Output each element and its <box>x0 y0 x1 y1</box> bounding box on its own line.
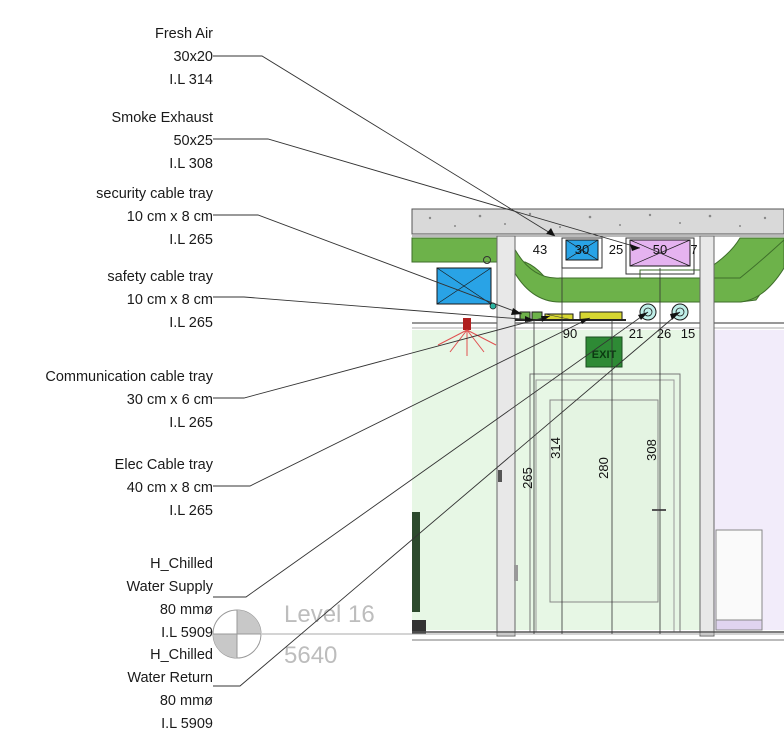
column-left <box>496 235 516 637</box>
callout-chilled-water-supply-line-0: H_Chilled <box>150 556 213 572</box>
callout-safety-cable-tray-line-0: safety cable tray <box>107 269 213 285</box>
level-elevation: 5640 <box>284 642 337 669</box>
leader-fresh-air <box>213 55 556 237</box>
callout-communication-cable-tray-line-2: I.L 265 <box>169 415 213 431</box>
callout-fresh-air-line-2: I.L 314 <box>169 72 213 88</box>
level-head-symbol <box>212 609 262 659</box>
sprinkler-head <box>463 318 471 330</box>
door-leaf <box>549 399 659 603</box>
callout-chilled-water-return-line-0: H_Chilled <box>150 647 213 663</box>
cabinet-base <box>715 619 763 631</box>
callout-elec-cable-tray-line-0: Elec Cable tray <box>115 457 214 473</box>
dim-7: 7 <box>690 242 697 257</box>
leader-elec-tray <box>213 317 591 487</box>
leader-safety-tray <box>213 296 535 321</box>
dim-25: 25 <box>609 242 623 257</box>
wall-bracket <box>412 620 426 634</box>
wall-detail <box>498 470 502 482</box>
leader-arrows <box>511 228 680 324</box>
supply-duct-lower <box>511 239 784 303</box>
callout-chilled-water-return-line-3: I.L 5909 <box>161 716 213 732</box>
wall-equipment <box>412 512 420 612</box>
callout-safety-cable-tray-line-2: I.L 265 <box>169 315 213 331</box>
dim-314: 314 <box>548 437 563 459</box>
dim-265: 265 <box>520 467 535 489</box>
dim-308: 308 <box>644 439 659 461</box>
fresh-air-duct-x2 <box>565 239 599 261</box>
dim-280: 280 <box>596 457 611 479</box>
callout-chilled-water-supply-line-3: I.L 5909 <box>161 625 213 641</box>
callout-security-cable-tray-line-2: I.L 265 <box>169 232 213 248</box>
callout-chilled-water-supply-line-2: 80 mmø <box>160 602 213 618</box>
leader-lines <box>213 55 681 687</box>
dim-21: 21 <box>629 326 643 341</box>
wall-switch <box>514 565 518 581</box>
leader-chw-return <box>213 311 681 687</box>
callout-communication-cable-tray: Communication cable tray 30 cm x 6 cm I.L … <box>45 369 213 431</box>
callout-elec-cable-tray-line-1: 40 cm x 8 cm <box>127 480 213 496</box>
callout-chilled-water-return-line-2: 80 mmø <box>160 693 213 709</box>
exit-sign-text: EXIT <box>592 349 617 361</box>
valve-circle <box>483 256 491 264</box>
leader-smoke-exhaust <box>213 138 641 249</box>
callout-safety-cable-tray-line-1: 10 cm x 8 cm <box>127 292 213 308</box>
fresh-air-duct-frame <box>561 237 603 269</box>
slab-hatch <box>428 212 767 228</box>
callout-communication-cable-tray-line-1: 30 cm x 6 cm <box>127 392 213 408</box>
level-name: Level 16 <box>284 601 375 628</box>
callout-communication-cable-tray-line-0: Communication cable tray <box>45 369 213 385</box>
exit-sign <box>585 336 623 368</box>
column-right <box>699 235 715 637</box>
concrete-slab <box>411 208 784 235</box>
dim-50: 50 <box>653 242 667 257</box>
callout-fresh-air-line-0: Fresh Air <box>155 26 213 42</box>
callout-fresh-air-line-1: 30x20 <box>173 49 213 65</box>
sprinkler-spray <box>437 329 497 356</box>
dim-30: 30 <box>575 242 589 257</box>
smoke-duct-x2 <box>629 239 691 267</box>
callout-smoke-exhaust-line-2: I.L 308 <box>169 156 213 172</box>
leader-chw-supply <box>213 311 649 598</box>
leader-communication-tray <box>213 315 551 399</box>
callout-smoke-exhaust-line-1: 50x25 <box>173 133 213 149</box>
callout-elec-cable-tray-line-2: I.L 265 <box>169 503 213 519</box>
callout-chilled-water-return-line-1: Water Return <box>127 670 213 686</box>
callout-security-cable-tray-line-1: 10 cm x 8 cm <box>127 209 213 225</box>
chw-supply-inner <box>643 307 653 317</box>
callout-security-cable-tray-line-0: security cable tray <box>96 186 214 202</box>
dim-15: 15 <box>681 326 695 341</box>
callout-security-cable-tray: security cable tray 10 cm x 8 cm I.L 265 <box>96 186 214 248</box>
dim-26: 26 <box>657 326 671 341</box>
callout-safety-cable-tray: safety cable tray 10 cm x 8 cm I.L 265 <box>107 269 213 331</box>
callout-elec-cable-tray: Elec Cable tray 40 cm x 8 cm I.L 265 <box>115 457 214 519</box>
callout-chilled-water-supply-line-1: Water Supply <box>127 579 214 595</box>
leader-security-tray <box>213 214 523 315</box>
cabinet <box>715 529 763 631</box>
supply-duct-main <box>411 237 513 263</box>
callout-smoke-exhaust-line-0: Smoke Exhaust <box>111 110 213 126</box>
fan-coil-x2 <box>436 267 492 305</box>
dim-43: 43 <box>533 242 547 257</box>
chw-return-inner <box>675 307 685 317</box>
